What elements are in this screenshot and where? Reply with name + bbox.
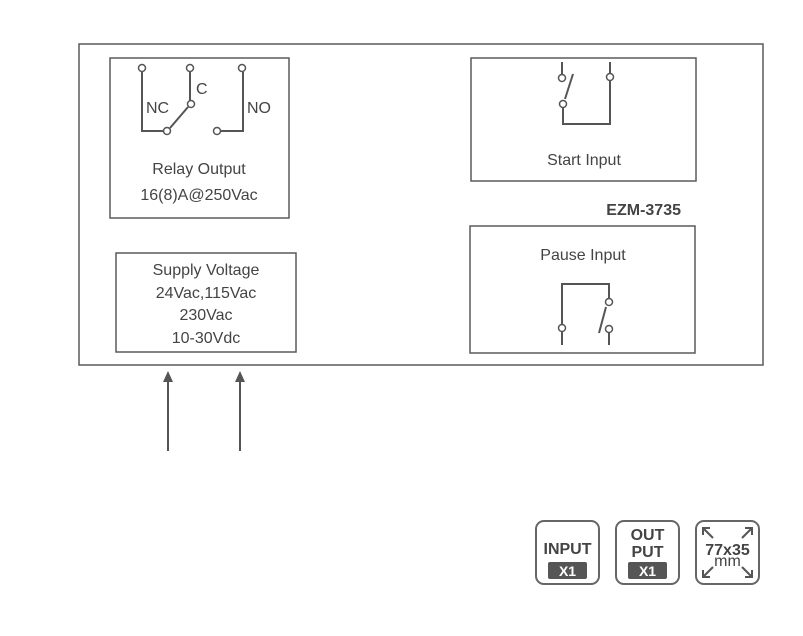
relay-output-title: Relay Output	[152, 161, 246, 178]
nc-label: NC	[146, 100, 169, 117]
supply-line2: 230Vac	[179, 307, 232, 324]
input-badge-count: X1	[559, 563, 576, 579]
output-badge-label-1: OUT	[631, 527, 665, 544]
supply-line1: 24Vac,115Vac	[156, 285, 257, 302]
start-switch-symbol	[557, 62, 615, 125]
c-label: C	[196, 81, 208, 98]
device-outline	[78, 43, 764, 366]
model-name: EZM-3735	[606, 202, 681, 219]
size-badge: 77x35 mm	[695, 520, 760, 585]
input-badge: INPUT X1	[535, 520, 600, 585]
start-input-title: Start Input	[547, 152, 621, 169]
size-badge-dims: 77x35	[705, 542, 750, 559]
supply-line3: 10-30Vdc	[172, 330, 241, 347]
expand-arrows-icon	[702, 527, 753, 578]
relay-contact-symbol	[137, 63, 247, 136]
supply-voltage-box	[115, 252, 297, 353]
input-badge-label: INPUT	[544, 541, 592, 558]
relay-output-box	[109, 57, 290, 219]
output-badge: OUT PUT X1	[615, 520, 680, 585]
output-badge-count: X1	[639, 563, 656, 579]
start-input-box	[470, 57, 697, 182]
supply-title: Supply Voltage	[153, 262, 260, 279]
pause-input-title: Pause Input	[540, 247, 626, 264]
output-badge-label-2: PUT	[632, 544, 664, 561]
supply-arrows	[163, 371, 245, 451]
pause-switch-symbol	[557, 283, 614, 345]
size-badge-unit: mm	[714, 553, 741, 570]
no-label: NO	[247, 100, 271, 117]
relay-rating: 16(8)A@250Vac	[140, 187, 257, 204]
pause-input-box	[469, 225, 696, 354]
